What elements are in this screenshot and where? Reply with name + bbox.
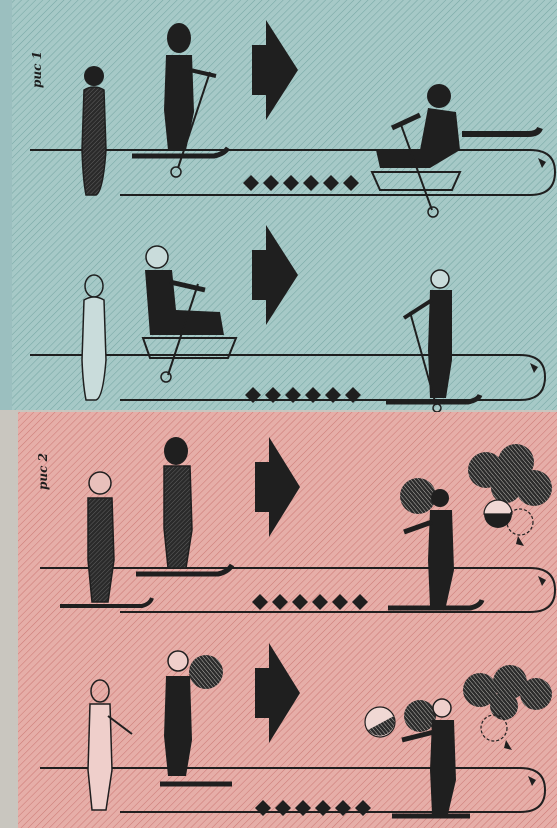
figure-2-caption: рис 2 (36, 453, 50, 490)
figure-1-panel (0, 0, 557, 412)
figure-1-caption: рис 1 (30, 51, 44, 88)
figure-2-panel (18, 412, 557, 828)
ball-held (400, 478, 436, 514)
